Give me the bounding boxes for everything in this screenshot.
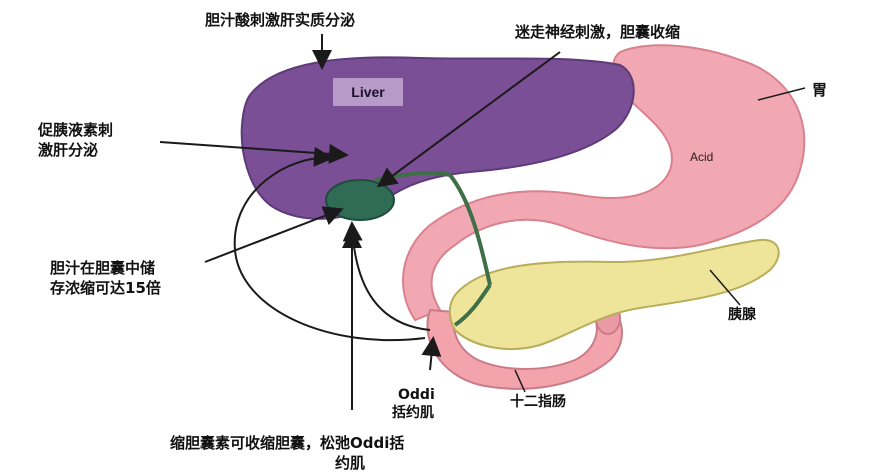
bile-duct [374,170,492,286]
arrow-storage [204,206,344,263]
acid-label: Acid [690,150,714,164]
label-cck-line1: 缩胆囊素可收缩胆囊，松弛Oddi括 [170,434,405,452]
gallbladder [325,179,395,221]
label-oddi-line1: Oddi [398,387,435,403]
arrow-vagus [376,51,561,188]
label-oddi-line2: 括约肌 [392,405,434,421]
label-pancreas: 胰腺 [728,307,756,323]
arrow-oddi [421,336,442,371]
leader-duodenum [514,369,526,393]
stomach [402,44,806,322]
leader-stomach [757,87,806,101]
liver-label-box: Liver [333,78,403,106]
bile-duct-inner [453,283,492,327]
label-duodenum: 十二指肠 [510,394,566,410]
pancreas [448,238,780,351]
label-secretin-line1: 促胰液素刺 [38,121,114,139]
label-bile-acid-stimulus: 胆汁酸刺激肝实质分泌 [205,11,356,29]
label-vagus-nerve: 迷走神经刺激，胆囊收缩 [515,23,681,41]
label-stomach: 胃 [812,81,828,99]
liver-label: Liver [351,84,385,100]
label-secretin-line2: 激肝分泌 [38,141,99,159]
leader-pancreas [709,269,741,306]
label-gallbladder-line1: 胆汁在胆囊中储 [50,259,156,277]
label-cck-line2: 约肌 [335,454,366,472]
label-gallbladder-line2: 存浓缩可达15倍 [50,279,161,297]
